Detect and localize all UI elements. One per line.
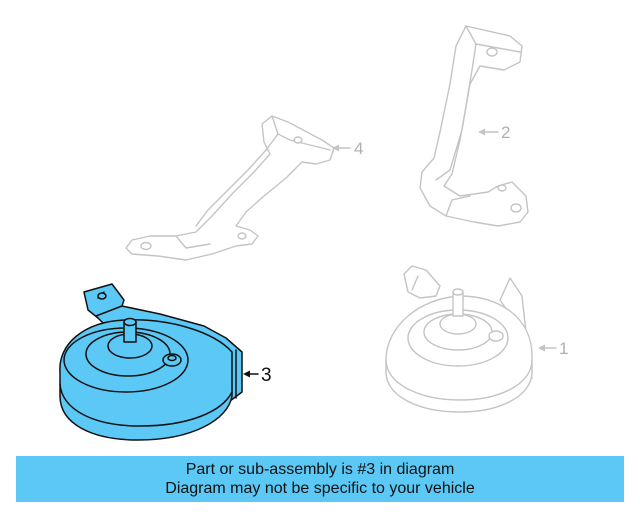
arrowhead-icon [243,370,250,378]
callout-label-2: 2 [501,123,510,142]
arrowhead-icon [478,128,485,136]
banner-line-1: Part or sub-assembly is #3 in diagram [185,461,455,478]
callout-3: 3 [243,365,272,386]
part-2-bracket[interactable] [419,25,529,227]
arrowhead-icon [538,344,545,352]
callout-2: 2 [478,123,510,142]
callout-1: 1 [538,339,568,358]
banner-line-2: Diagram may not be specific to your vehi… [165,480,475,497]
callout-label-1: 1 [559,339,568,358]
arrowhead-icon [332,144,339,152]
callout-label-4: 4 [354,139,363,158]
part-4-bracket[interactable] [125,115,335,261]
info-banner: Part or sub-assembly is #3 in diagram Di… [16,456,624,502]
callout-label-3: 3 [261,365,272,386]
callout-4: 4 [332,139,363,158]
part-1-horn[interactable] [385,265,533,413]
part-3-horn-highlighted[interactable] [59,283,243,441]
